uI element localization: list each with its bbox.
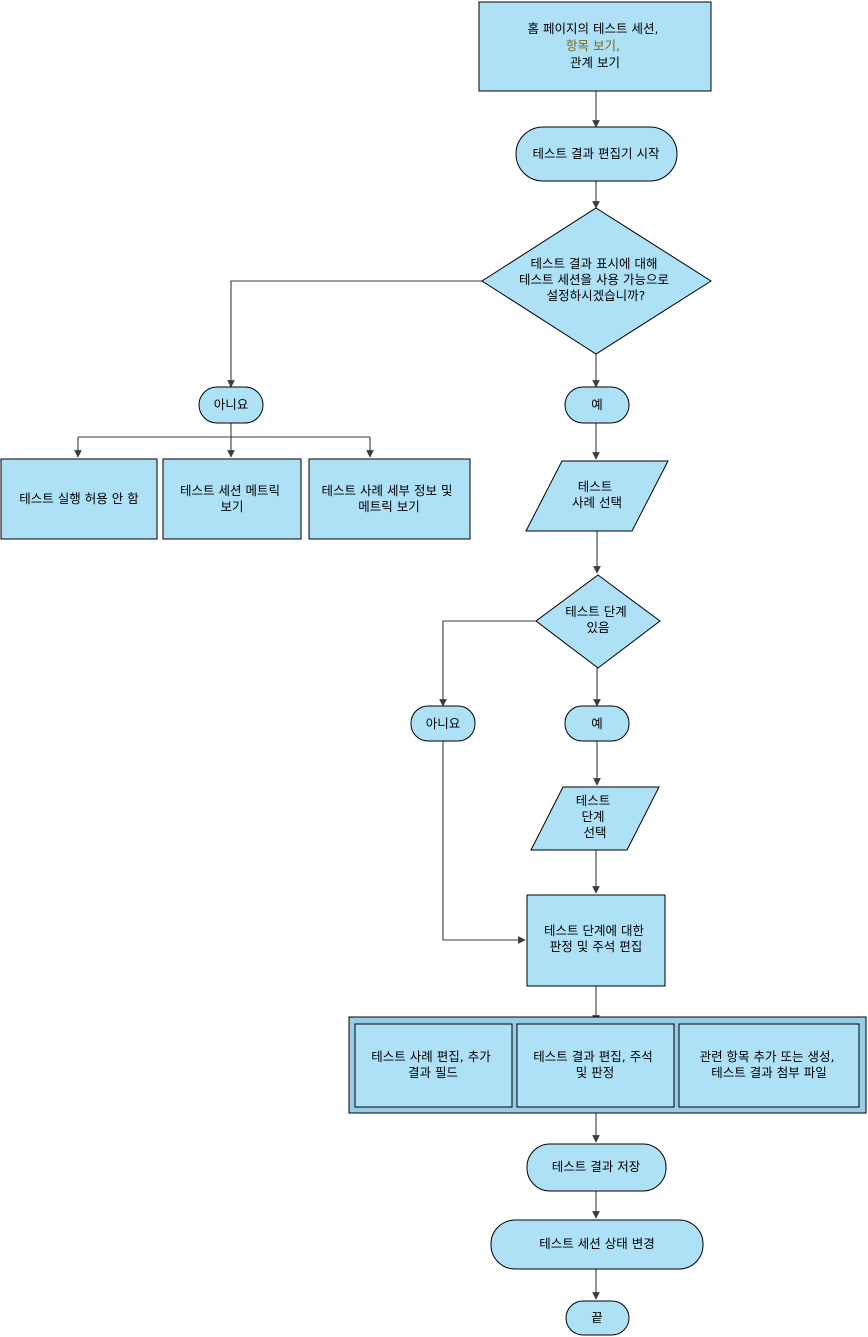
node-add-related-line-2: 테스트 결과 첨부 파일	[711, 1065, 826, 1080]
node-select-step-line-2: 단계	[582, 809, 605, 824]
svg-text:테스트 실행 허용 안 함: 테스트 실행 허용 안 함	[19, 491, 139, 506]
node-edit-case-line-1: 테스트 사례 편집, 추가	[371, 1049, 491, 1064]
node-launch-editor: 테스트 결과 편집기 시작	[515, 126, 678, 182]
svg-text:테스트 사례 세부 정보 및 메트릭 보기: 테스트 사례 세부 정보 및 메트릭 보기	[322, 483, 457, 514]
node-add-related: 관련 항목 추가 또는 생성, 테스트 결과 첨부 파일	[678, 1023, 860, 1108]
node-edit-case: 테스트 사례 편집, 추가 결과 필드	[354, 1023, 513, 1108]
node-edit-verdict-line-2: 판정 및 주석 편집	[550, 939, 642, 954]
svg-text:관련 항목 추가 또는 생성, 테스트 결과 첨: 관련 항목 추가 또는 생성, 테스트 결과 첨부 파일	[700, 1049, 839, 1080]
node-yes-2-label: 예	[591, 716, 603, 731]
node-decision-session-line-2: 테스트 세션을 사용 가능으로	[519, 272, 669, 287]
node-edit-result: 테스트 결과 편집, 주석 및 판정	[516, 1023, 675, 1108]
node-edit-case-line-2: 결과 필드	[408, 1065, 458, 1080]
node-end-label: 끝	[591, 1310, 603, 1325]
svg-text:테스트 결과 표시에 대해 테스트 세션을 사용: 테스트 결과 표시에 대해 테스트 세션을 사용 가능으로 설정하시겠습니까?	[519, 256, 673, 303]
svg-text:테스트 단계 선택: 테스트 단계 선택	[576, 793, 615, 840]
svg-text:테스트 사례 선택: 테스트 사례 선택	[572, 479, 622, 510]
node-decision-session: 테스트 결과 표시에 대해 테스트 세션을 사용 가능으로 설정하시겠습니까?	[481, 207, 712, 355]
node-edit-verdict-line-1: 테스트 단계에 대한	[544, 923, 644, 938]
svg-text:테스트 결과 편집기 시작: 테스트 결과 편집기 시작	[533, 146, 660, 161]
node-edit-verdict: 테스트 단계에 대한 판정 및 주석 편집	[526, 894, 666, 987]
node-start: 홈 페이지의 테스트 세션, 항목 보기, 관계 보기	[478, 1, 712, 92]
svg-text:테스트 결과 저장: 테스트 결과 저장	[552, 1159, 641, 1174]
svg-text:예: 예	[591, 397, 603, 412]
node-select-step-line-1: 테스트	[576, 793, 611, 808]
svg-text:테스트 세션 상태 변경: 테스트 세션 상태 변경	[539, 1236, 654, 1251]
node-select-step-line-3: 선택	[583, 825, 606, 840]
node-start-line-3: 관계 보기	[570, 55, 620, 70]
svg-text:예: 예	[591, 716, 603, 731]
svg-text:테스트 결과 편집, 주석 및 판정: 테스트 결과 편집, 주석 및 판정	[533, 1049, 656, 1080]
node-select-case-line-1: 테스트	[578, 479, 613, 494]
svg-text:테스트 단계에 대한 판정 및 주석 편집: 테스트 단계에 대한 판정 및 주석 편집	[544, 923, 648, 954]
node-no-2: 아니요	[410, 705, 476, 742]
edges	[74, 91, 601, 1300]
node-save-result-label: 테스트 결과 저장	[552, 1159, 641, 1174]
svg-text:아니요: 아니요	[214, 397, 249, 412]
svg-text:테스트 사례 편집, 추가 결과 필드: 테스트 사례 편집, 추가 결과 필드	[371, 1049, 494, 1080]
node-add-related-line-1: 관련 항목 추가 또는 생성,	[700, 1049, 835, 1064]
node-decision-steps-line-1: 테스트 단계	[565, 604, 626, 619]
node-session-metrics-line-1: 테스트 세션 메트릭	[180, 483, 280, 498]
node-no-execute-label: 테스트 실행 허용 안 함	[19, 491, 139, 506]
node-case-details: 테스트 사례 세부 정보 및 메트릭 보기	[308, 458, 471, 540]
node-yes-1: 예	[564, 386, 630, 424]
node-no-1: 아니요	[198, 386, 264, 424]
node-launch-editor-label: 테스트 결과 편집기 시작	[533, 146, 660, 161]
node-select-case-line-2: 사례 선택	[572, 495, 622, 510]
node-change-status-label: 테스트 세션 상태 변경	[539, 1236, 654, 1251]
node-start-line-1: 홈 페이지의 테스트 세션,	[528, 21, 659, 36]
node-edit-result-line-1: 테스트 결과 편집, 주석	[533, 1049, 652, 1064]
svg-text:홈 페이지의 테스트 세션, 항목 보기,: 홈 페이지의 테스트 세션, 항목 보기, 관계 보기	[528, 21, 663, 70]
node-change-status: 테스트 세션 상태 변경	[490, 1219, 704, 1270]
svg-text:테스트 세션 메트릭 보기: 테스트 세션 메트릭 보기	[180, 483, 284, 514]
node-end: 끝	[565, 1300, 630, 1336]
node-no-2-label: 아니요	[426, 716, 461, 731]
node-decision-session-line-3: 설정하시겠습니까?	[547, 288, 646, 303]
node-case-details-line-2: 메트릭 보기	[358, 499, 419, 514]
node-no-1-label: 아니요	[214, 397, 249, 412]
node-case-details-line-1: 테스트 사례 세부 정보 및	[322, 483, 453, 498]
node-select-step: 테스트 단계 선택	[530, 786, 660, 851]
node-decision-steps: 테스트 단계 있음	[535, 574, 661, 669]
node-start-line-2: 항목 보기,	[566, 38, 620, 53]
node-no-execute: 테스트 실행 허용 안 함	[0, 458, 158, 540]
node-yes-2: 예	[564, 705, 630, 742]
node-decision-session-line-1: 테스트 결과 표시에 대해	[531, 256, 658, 271]
node-edit-result-line-2: 및 판정	[576, 1065, 614, 1080]
node-select-case: 테스트 사례 선택	[525, 460, 669, 532]
node-session-metrics: 테스트 세션 메트릭 보기	[162, 458, 302, 540]
edge-decision-session-to-no	[227, 280, 482, 388]
svg-text:끝: 끝	[591, 1310, 603, 1325]
edge-no-to-edit-verdict	[442, 740, 526, 944]
svg-text:아니요: 아니요	[426, 716, 461, 731]
svg-text:테스트 단계 있음: 테스트 단계 있음	[565, 604, 630, 635]
node-decision-steps-line-2: 있음	[586, 620, 609, 635]
node-session-metrics-line-2: 보기	[220, 499, 243, 514]
node-save-result: 테스트 결과 저장	[526, 1143, 667, 1192]
edge-decision-steps-to-no	[439, 620, 536, 707]
node-yes-1-label: 예	[591, 397, 603, 412]
